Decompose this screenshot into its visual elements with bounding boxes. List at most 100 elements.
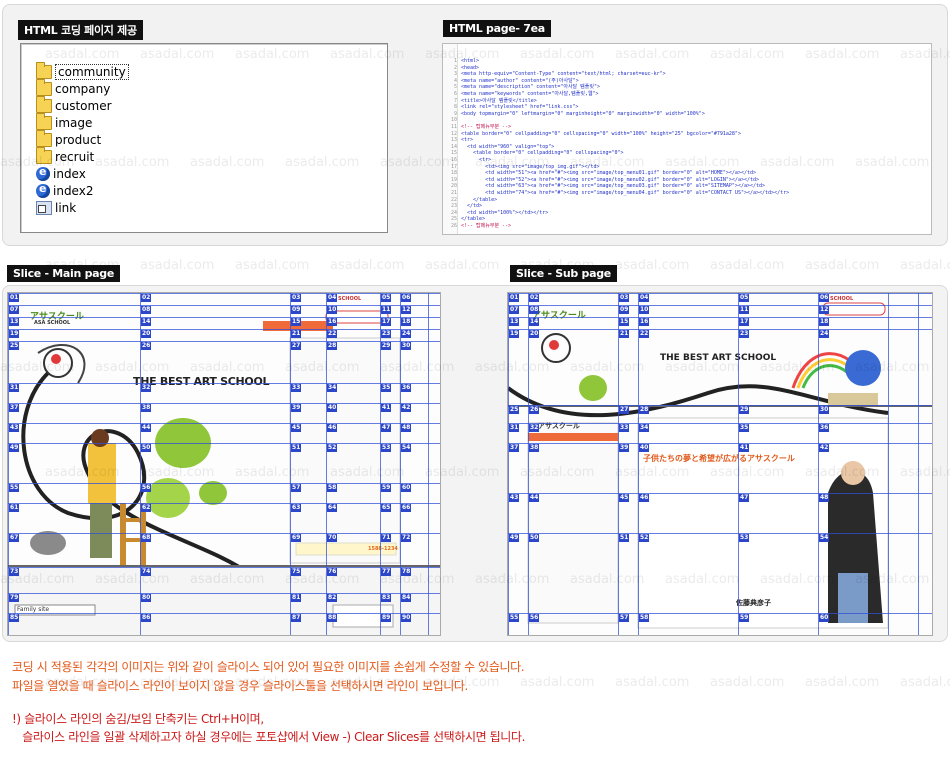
file-item-recruit[interactable]: recruit [36, 146, 95, 165]
slice-number-badge: 20 [529, 330, 540, 338]
line-text: <tr> [461, 137, 474, 144]
slice-line [8, 567, 440, 568]
watermark-text: asadal.com [425, 675, 500, 690]
watermark-text: asadal.com [665, 572, 740, 587]
slice-number-badge: 33 [619, 424, 630, 432]
file-item-company[interactable]: company [36, 78, 111, 97]
slice-number-badge: 38 [141, 404, 152, 412]
slice-number-badge: 07 [509, 306, 520, 314]
slice-number-badge: 06 [401, 294, 412, 302]
file-item-product[interactable]: product [36, 129, 102, 148]
slice-number-badge: 16 [327, 318, 338, 326]
slice-number-badge: 12 [401, 306, 412, 314]
file-item-link[interactable]: link [36, 199, 76, 216]
slice-number-badge: 28 [327, 342, 338, 350]
html-page-label: HTML page- 7ea [443, 20, 551, 37]
code-line: 20 <td width="63"><a href="#"><img src="… [443, 183, 765, 189]
slice-number-badge: 15 [619, 318, 630, 326]
slice-number-badge: 90 [401, 614, 412, 622]
file-name: customer [55, 98, 112, 113]
watermark-text: asadal.com [805, 47, 880, 62]
watermark-text: asadal.com [900, 47, 950, 62]
note-line-1: 코딩 시 적용된 각각의 이미지는 위와 같이 슬라이스 되어 있어 필요한 이… [12, 660, 525, 674]
slice-line [508, 405, 932, 406]
watermark-text: asadal.com [235, 465, 310, 480]
line-text: <!-- 탑메뉴부분 --> [461, 223, 512, 229]
file-item-customer[interactable]: customer [36, 95, 112, 114]
slice-number-badge: 21 [619, 330, 630, 338]
line-number: 6 [453, 91, 457, 97]
slice-number-badge: 08 [529, 306, 540, 314]
slice-line [918, 293, 919, 635]
slice-number-badge: 57 [619, 614, 630, 622]
line-text: <td width="63"><a href="#"><img src="ima… [461, 183, 766, 190]
slice-number-badge: 19 [9, 330, 20, 338]
slice-number-badge: 49 [509, 534, 520, 542]
slice-line [380, 293, 381, 635]
watermark-text: asadal.com [140, 258, 215, 273]
code-line: 13<tr> [443, 137, 473, 143]
watermark-text: asadal.com [900, 675, 950, 690]
slice-line [508, 533, 932, 534]
file-item-community[interactable]: community [36, 61, 129, 80]
file-name: recruit [55, 149, 95, 164]
slice-number-badge: 55 [9, 484, 20, 492]
slice-number-badge: 71 [381, 534, 392, 542]
coding-page-label: HTML 코딩 페이지 제공 [18, 20, 143, 40]
line-number: 4 [453, 77, 457, 84]
line-text: <meta http-equiv="Content-Type" content=… [461, 71, 666, 78]
slice-number-badge: 35 [739, 424, 750, 432]
slice-number-badge: 14 [141, 318, 152, 326]
line-number: 2 [453, 64, 457, 71]
slice-number-badge: 43 [509, 494, 520, 502]
code-line: 1<html> [443, 58, 479, 64]
slice-number-badge: 18 [401, 318, 412, 326]
slice-number-badge: 10 [639, 306, 650, 314]
line-text: <tr> [461, 157, 492, 163]
file-name: company [55, 81, 111, 96]
line-number: 18 [450, 170, 457, 177]
slice-number-badge: 47 [381, 424, 392, 432]
code-line: 19 <td width="52"><a href="#"><img src="… [443, 177, 759, 183]
slice-number-badge: 60 [819, 614, 830, 622]
code-line: 4<meta name="author" content="(주)아사달"> [443, 78, 579, 84]
line-number: 10 [450, 117, 457, 124]
line-text: <table border="0" cellpadding="0" cellsp… [461, 150, 624, 157]
watermark-text: asadal.com [805, 465, 880, 480]
slice-line [8, 383, 440, 384]
watermark-text: asadal.com [95, 572, 170, 587]
slice-number-badge: 26 [529, 406, 540, 414]
code-line: 18 <td width="51"><a href="#"><img src="… [443, 170, 756, 176]
slice-number-badge: 36 [819, 424, 830, 432]
slice-line [8, 443, 440, 444]
slice-line [8, 533, 440, 534]
file-item-index[interactable]: index [36, 165, 86, 182]
watermark-text: asadal.com [900, 465, 950, 480]
slice-line [508, 293, 509, 635]
slice-number-badge: 86 [141, 614, 152, 622]
code-line: 11<!-- 탑메뉴부분 --> [443, 124, 511, 130]
slice-number-badge: 39 [291, 404, 302, 412]
watermark-text: asadal.com [235, 675, 310, 690]
watermark-text: asadal.com [140, 47, 215, 62]
watermark-text: asadal.com [45, 258, 120, 273]
slice-number-badge: 54 [819, 534, 830, 542]
slice-number-badge: 16 [639, 318, 650, 326]
html-file-icon [36, 165, 50, 181]
sub-logo: アサスクール [532, 311, 586, 321]
file-item-index2[interactable]: index2 [36, 182, 93, 199]
slice-number-badge: 20 [141, 330, 152, 338]
line-number: 21 [450, 190, 457, 196]
line-number: 15 [450, 150, 457, 157]
family-site-select[interactable]: Family site [17, 606, 50, 613]
slice-line [528, 293, 529, 635]
file-name: product [55, 132, 102, 147]
code-line: 12<table border="0" cellpadding="0" cell… [443, 131, 741, 137]
slice-number-badge: 54 [401, 444, 412, 452]
sub-heading: 子供たちの夢と希望が広がるアサスクール [643, 454, 795, 463]
file-item-image[interactable]: image [36, 112, 92, 131]
code-line: 10 [443, 117, 461, 123]
line-number: 23 [450, 203, 457, 210]
slice-number-badge: 48 [819, 494, 830, 502]
main-school-menu: SCHOOL [338, 296, 362, 302]
